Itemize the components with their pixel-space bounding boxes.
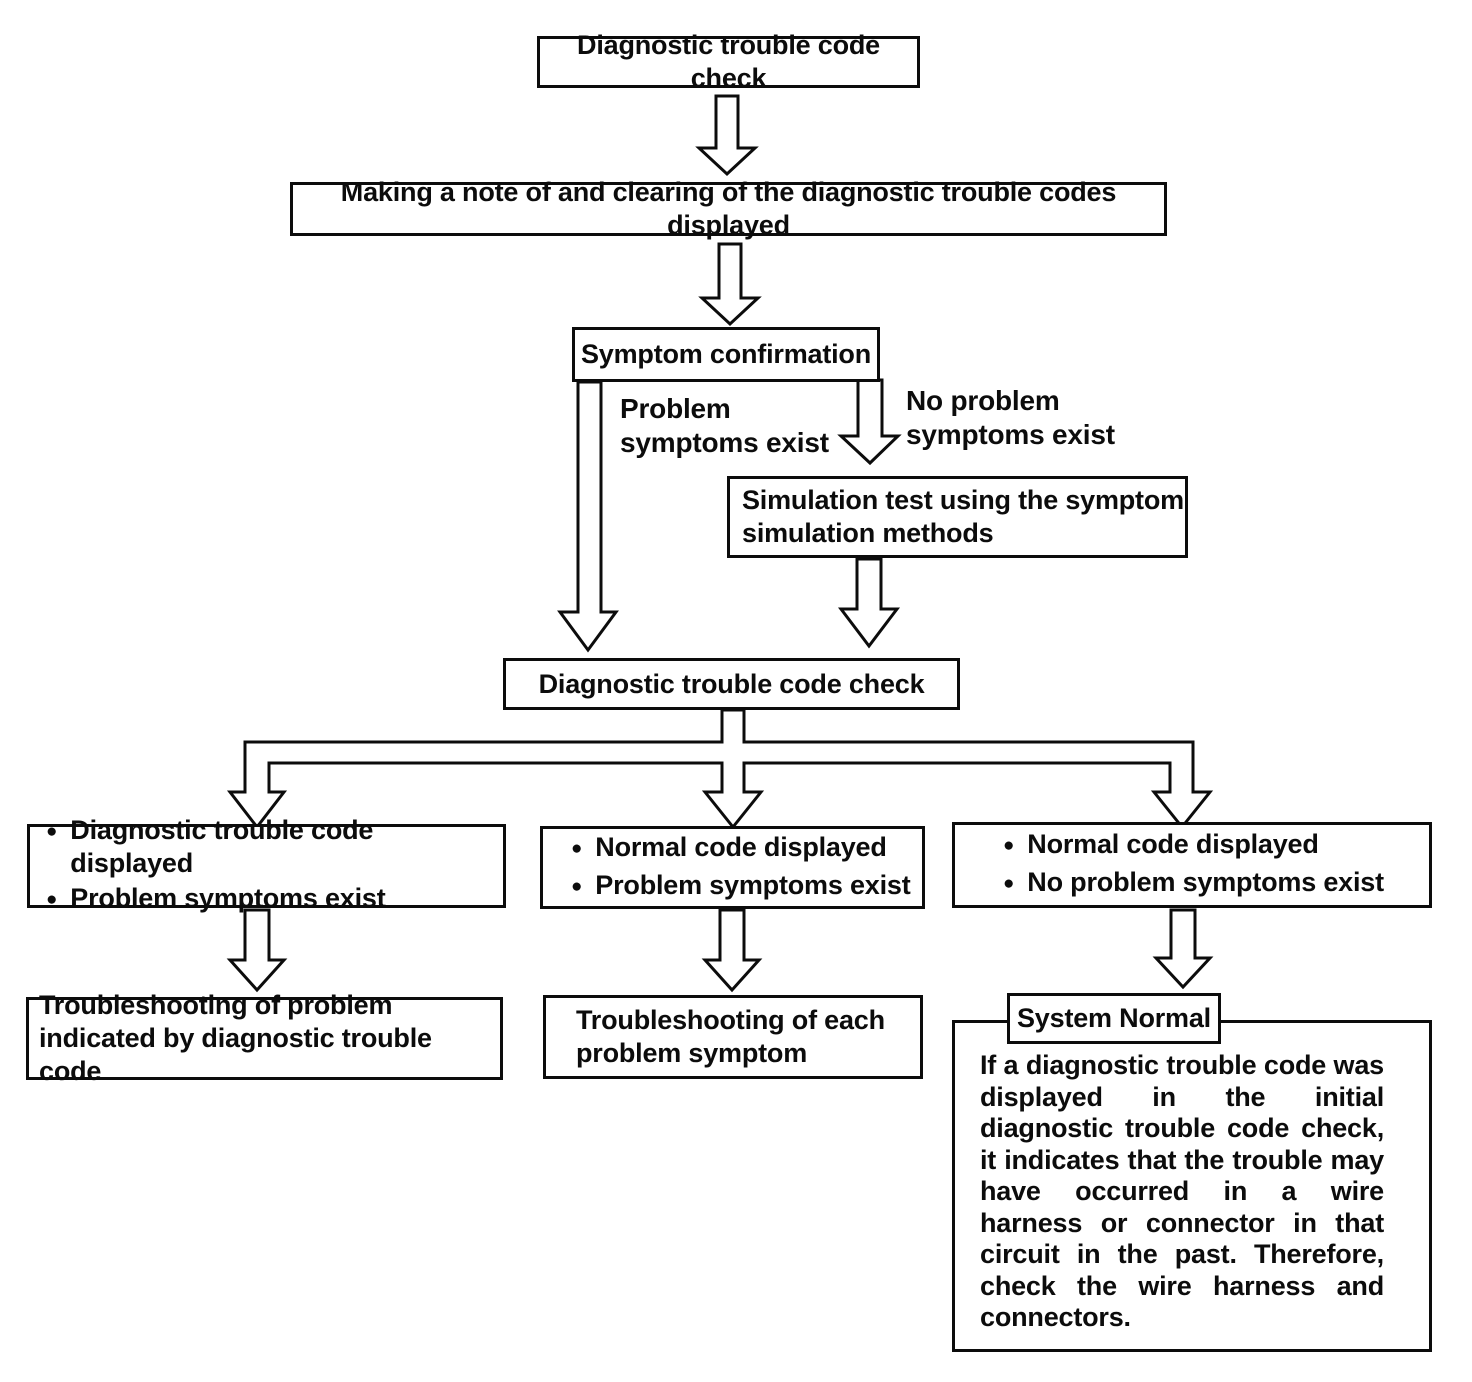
bullet-text: Normal code displayed — [1027, 829, 1319, 859]
arrow-step2-to-step3-icon — [698, 242, 762, 327]
bullet-icon: ● — [1003, 835, 1015, 856]
step-label: Making a note of and clearing of the dia… — [340, 177, 1117, 240]
label-problem-symptoms-exist: Problem symptoms exist — [620, 393, 829, 458]
bullet-item: ● Diagnostic trouble code displayed — [46, 814, 503, 880]
outcome-box-system-normal — [952, 1020, 1432, 1352]
bullet-icon: ● — [46, 821, 58, 842]
step-label: Symptom confirmation — [580, 339, 872, 369]
bullet-text: Problem symptoms exist — [595, 869, 911, 900]
outcome-box-troubleshoot-symptom: Troubleshooting of each problem symptom — [543, 995, 923, 1079]
arrow-result-right-to-outcome-icon — [1152, 908, 1214, 990]
bullet-icon: ● — [571, 837, 583, 859]
arrow-result-middle-to-outcome-icon — [701, 908, 763, 993]
bullet-icon: ● — [571, 875, 583, 897]
step-diagnostic-trouble-code-check-1: Diagnostic trouble code check — [537, 30, 920, 93]
step-label: Diagnostic trouble code check — [577, 30, 880, 93]
system-normal-title: System Normal — [1017, 1003, 1211, 1033]
result-box-normal-code-problem: ● Normal code displayed ● Problem sympto… — [540, 826, 925, 909]
bullet-icon: ● — [46, 889, 58, 910]
outcome-text: Troubleshooting of each problem symptom — [576, 1005, 885, 1068]
arrow-simulation-to-dtc-icon — [837, 557, 901, 649]
system-normal-body: If a diagnostic trouble code was display… — [980, 1050, 1384, 1332]
bullet-item: ● Problem symptoms exist — [571, 869, 911, 905]
label-no-problem-symptoms-exist: No problem symptoms exist — [906, 385, 1115, 450]
bullet-icon: ● — [1003, 873, 1015, 894]
outcome-box-troubleshoot-dtc: Troubleshooting of problem indicated by … — [26, 990, 503, 1086]
result-box-normal-code-no-problem: ● Normal code displayed ● No problem sym… — [952, 822, 1432, 908]
arrow-result-left-to-outcome-icon — [226, 908, 288, 993]
bullet-text: Problem symptoms exist — [70, 883, 386, 913]
bullet-text: Diagnostic trouble code displayed — [70, 815, 374, 878]
bullet-item: ● Problem symptoms exist — [46, 882, 503, 918]
outcome-text: Troubleshooting of problem indicated by … — [39, 990, 432, 1086]
bullet-item: ● Normal code displayed — [571, 831, 911, 867]
bullet-text: No problem symptoms exist — [1027, 867, 1384, 897]
branch-three-way-arrow-icon — [226, 708, 1214, 830]
step-label: Simulation test using the symptom simula… — [742, 485, 1184, 548]
arrow-no-problem-symptoms-icon — [837, 378, 902, 466]
step-label: Diagnostic trouble code check — [538, 668, 925, 699]
system-normal-title-box: System Normal — [1007, 993, 1221, 1044]
step-note-and-clear-codes: Making a note of and clearing of the dia… — [290, 177, 1167, 240]
bullet-item: ● No problem symptoms exist — [1003, 866, 1384, 902]
bullet-item: ● Normal code displayed — [1003, 828, 1384, 864]
result-box-dtc-displayed: ● Diagnostic trouble code displayed ● Pr… — [27, 815, 506, 913]
step-simulation-test: Simulation test using the symptom simula… — [727, 476, 1188, 558]
step-symptom-confirmation: Symptom confirmation — [572, 327, 880, 382]
step-diagnostic-trouble-code-check-2: Diagnostic trouble code check — [503, 658, 960, 710]
arrow-step1-to-step2-icon — [695, 94, 759, 177]
bullet-text: Normal code displayed — [595, 831, 887, 862]
arrow-problem-symptoms-long-icon — [557, 380, 619, 653]
